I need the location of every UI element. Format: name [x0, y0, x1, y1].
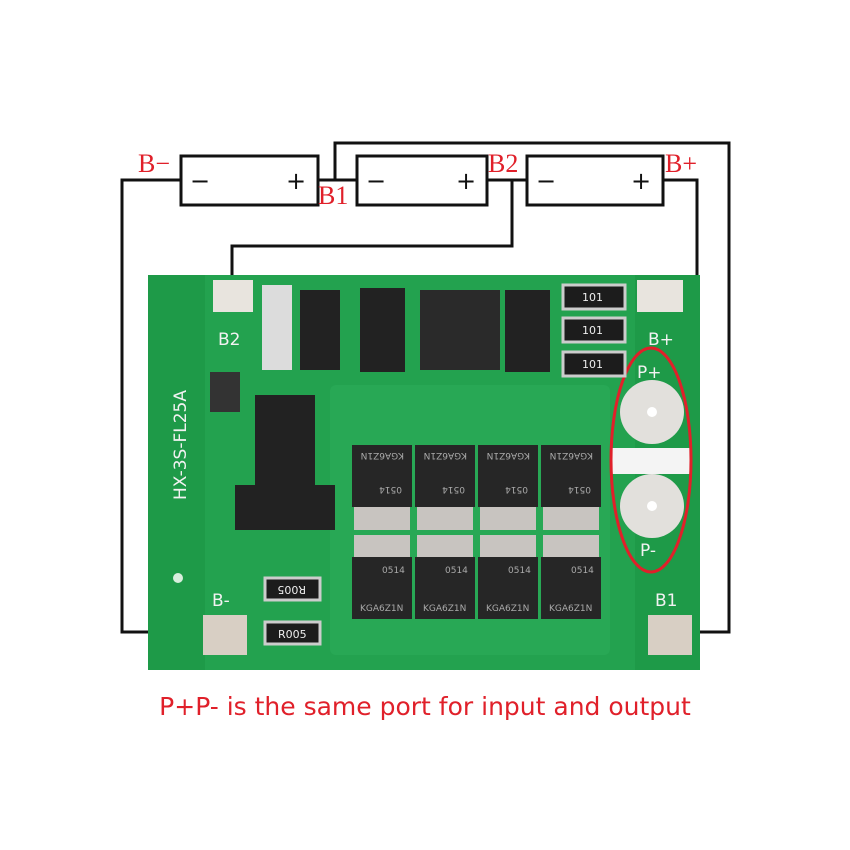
mosfet: KGA6Z1N 0514: [478, 535, 538, 619]
label-b-minus: B−: [138, 149, 170, 178]
mosfet-marking: KGA6Z1N: [550, 450, 593, 460]
battery-cell-2: [355, 154, 489, 207]
cell1-pos: +: [286, 167, 306, 195]
pad-b2: [213, 280, 253, 312]
mosfet-marking: KGA6Z1N: [360, 604, 403, 614]
resistor-1: 101: [582, 291, 603, 304]
pad-b1: [648, 615, 692, 655]
silk-p-plus: P+: [637, 363, 662, 383]
pad-b-minus: [203, 615, 247, 655]
mosfet: KGA6Z1N 0514: [541, 445, 601, 530]
pad-b-plus: [637, 280, 683, 312]
battery-cells: [179, 154, 665, 207]
silk-b-plus: B+: [648, 330, 674, 350]
battery-cell-3: [525, 154, 665, 207]
battery-cell-1: [179, 154, 320, 207]
mosfet-date: 0514: [568, 484, 591, 494]
wire-b1-top: [333, 141, 731, 634]
mosfet-date: 0514: [505, 484, 528, 494]
cell3-neg: −: [536, 167, 556, 195]
board-model: HX-3S-FL25A: [171, 390, 191, 500]
label-b2: B2: [488, 149, 518, 178]
shunt-2: R005: [278, 628, 307, 641]
mosfet-date: 0514: [445, 566, 468, 576]
p-port-highlight: [609, 346, 693, 574]
label-b1: B1: [318, 181, 348, 210]
silk-b1: B1: [655, 591, 677, 611]
caption: P+P- is the same port for input and outp…: [159, 692, 691, 721]
mosfet-date: 0514: [508, 566, 531, 576]
silk-p-minus: P-: [640, 541, 656, 561]
mosfet-date: 0514: [442, 484, 465, 494]
mosfet-marking: KGA6Z1N: [423, 604, 466, 614]
label-b-plus: B+: [665, 149, 697, 178]
cell3-pos: +: [631, 167, 651, 195]
mosfet-date: 0514: [379, 484, 402, 494]
mosfet: KGA6Z1N 0514: [478, 445, 538, 530]
mosfet: KGA6Z1N 0514: [541, 535, 601, 619]
silk-b2: B2: [218, 330, 240, 350]
pcb-board: HX-3S-FL25A B2 B+ P+ P- B- B1: [148, 275, 700, 670]
mosfet-marking: KGA6Z1N: [424, 450, 467, 460]
cell2-neg: −: [366, 167, 386, 195]
mosfet: KGA6Z1N 0514: [352, 445, 412, 530]
cell1-neg: −: [190, 167, 210, 195]
wire-b2-down: [230, 180, 514, 296]
mosfet: KGA6Z1N 0514: [415, 445, 475, 530]
mosfet-marking: KGA6Z1N: [487, 450, 530, 460]
mosfet-date: 0514: [571, 566, 594, 576]
cell2-pos: +: [456, 167, 476, 195]
resistor-3: 101: [582, 358, 603, 371]
mosfet-marking: KGA6Z1N: [486, 604, 529, 614]
mosfet: KGA6Z1N 0514: [415, 535, 475, 619]
mosfet-marking: KGA6Z1N: [361, 450, 404, 460]
mosfet-marking: KGA6Z1N: [549, 604, 592, 614]
mosfet: KGA6Z1N 0514: [352, 535, 412, 619]
shunt-1: R005: [277, 583, 306, 596]
silk-b-minus: B-: [212, 591, 230, 611]
mosfet-date: 0514: [382, 566, 405, 576]
resistor-2: 101: [582, 324, 603, 337]
